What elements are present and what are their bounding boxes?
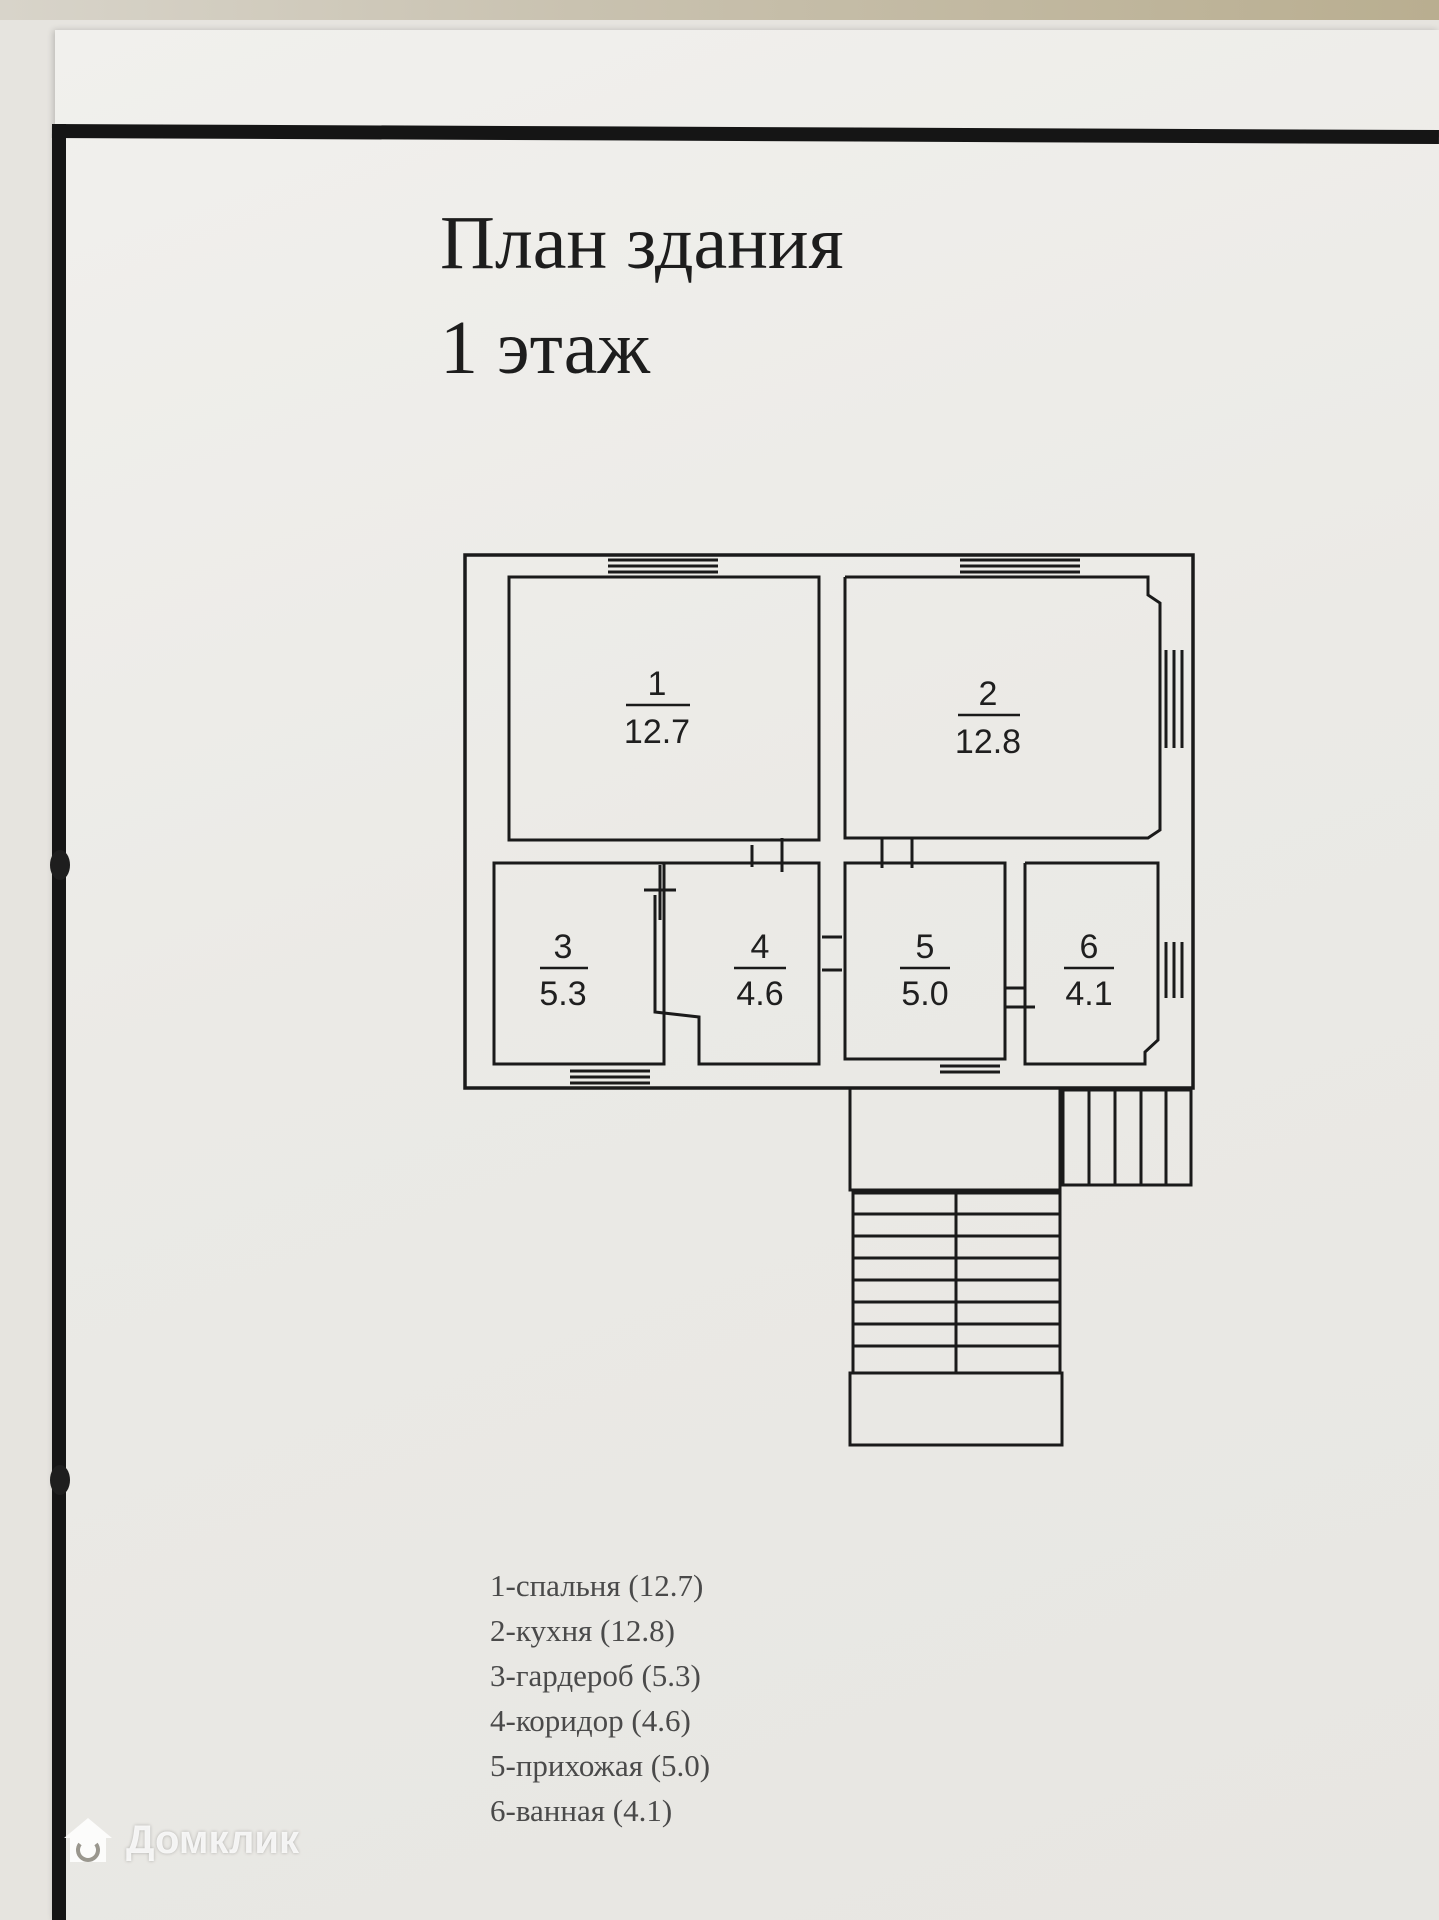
room-label-2: 2 12.8	[955, 675, 1021, 761]
room-number: 3	[554, 928, 573, 966]
window-room-6	[1164, 942, 1184, 998]
stairs-base-platform	[848, 1371, 1064, 1447]
room-outline-1	[507, 575, 821, 842]
domclick-watermark: Домклик	[60, 1814, 299, 1866]
window-room-2-side	[1164, 650, 1184, 748]
room-area: 4.1	[1065, 975, 1112, 1013]
room-outline-4	[653, 861, 821, 1066]
room-number: 2	[979, 675, 998, 713]
room-area: 5.3	[539, 975, 586, 1013]
legend-item: 6-ванная (4.1)	[490, 1793, 673, 1828]
legend-item: 4-коридор (4.6)	[490, 1703, 691, 1738]
binder-hole-upper	[50, 850, 70, 880]
room-label-5: 5 5.0	[900, 928, 950, 1013]
binder-hole-lower	[50, 1465, 70, 1495]
room-legend: 1-спальня (12.7) 2-кухня (12.8) 3-гардер…	[490, 1563, 710, 1833]
entrance-stairs	[851, 1191, 1062, 1375]
watermark-label: Домклик	[126, 1817, 300, 1862]
door-room-4	[822, 935, 842, 972]
room-outline-5	[843, 861, 1007, 1061]
room-area: 4.6	[736, 975, 783, 1013]
room-outline-6	[1023, 861, 1160, 1066]
room-area: 5.0	[901, 975, 948, 1013]
window-room-3	[570, 1069, 650, 1085]
outer-wall	[463, 553, 1195, 1090]
room-label-6: 6 4.1	[1064, 928, 1114, 1013]
room-label-4: 4 4.6	[734, 928, 786, 1013]
window-room-1	[608, 558, 718, 574]
room-outline-3	[492, 861, 666, 1066]
room-number: 5	[916, 928, 935, 966]
room-number: 6	[1080, 928, 1099, 966]
floor-subtitle: 1 этаж	[440, 306, 651, 390]
window-room-5	[940, 1064, 1000, 1074]
legend-item: 5-прихожая (5.0)	[490, 1748, 711, 1783]
door-room-2	[880, 838, 914, 868]
door-room-3	[644, 865, 676, 920]
room-area: 12.8	[955, 723, 1021, 761]
side-steps	[1061, 1088, 1193, 1187]
legend-item: 2-кухня (12.8)	[490, 1613, 675, 1648]
entrance-landing	[848, 1086, 1062, 1192]
room-number: 4	[751, 928, 770, 966]
window-room-2	[960, 558, 1080, 574]
room-label-3: 3 5.3	[539, 928, 588, 1013]
room-label-1: 1 12.7	[624, 665, 690, 751]
legend-item: 1-спальня (12.7)	[490, 1568, 704, 1603]
room-outline-2	[843, 575, 1162, 840]
paper-sheet	[55, 30, 1439, 1920]
door-room-1	[750, 838, 784, 872]
house-logo-icon	[64, 1818, 112, 1862]
room-area: 12.7	[624, 713, 690, 751]
door-room-6	[1005, 986, 1035, 1009]
legend-item: 3-гардероб (5.3)	[490, 1658, 701, 1693]
room-number: 1	[648, 665, 667, 703]
plan-title: План здания	[440, 201, 844, 285]
